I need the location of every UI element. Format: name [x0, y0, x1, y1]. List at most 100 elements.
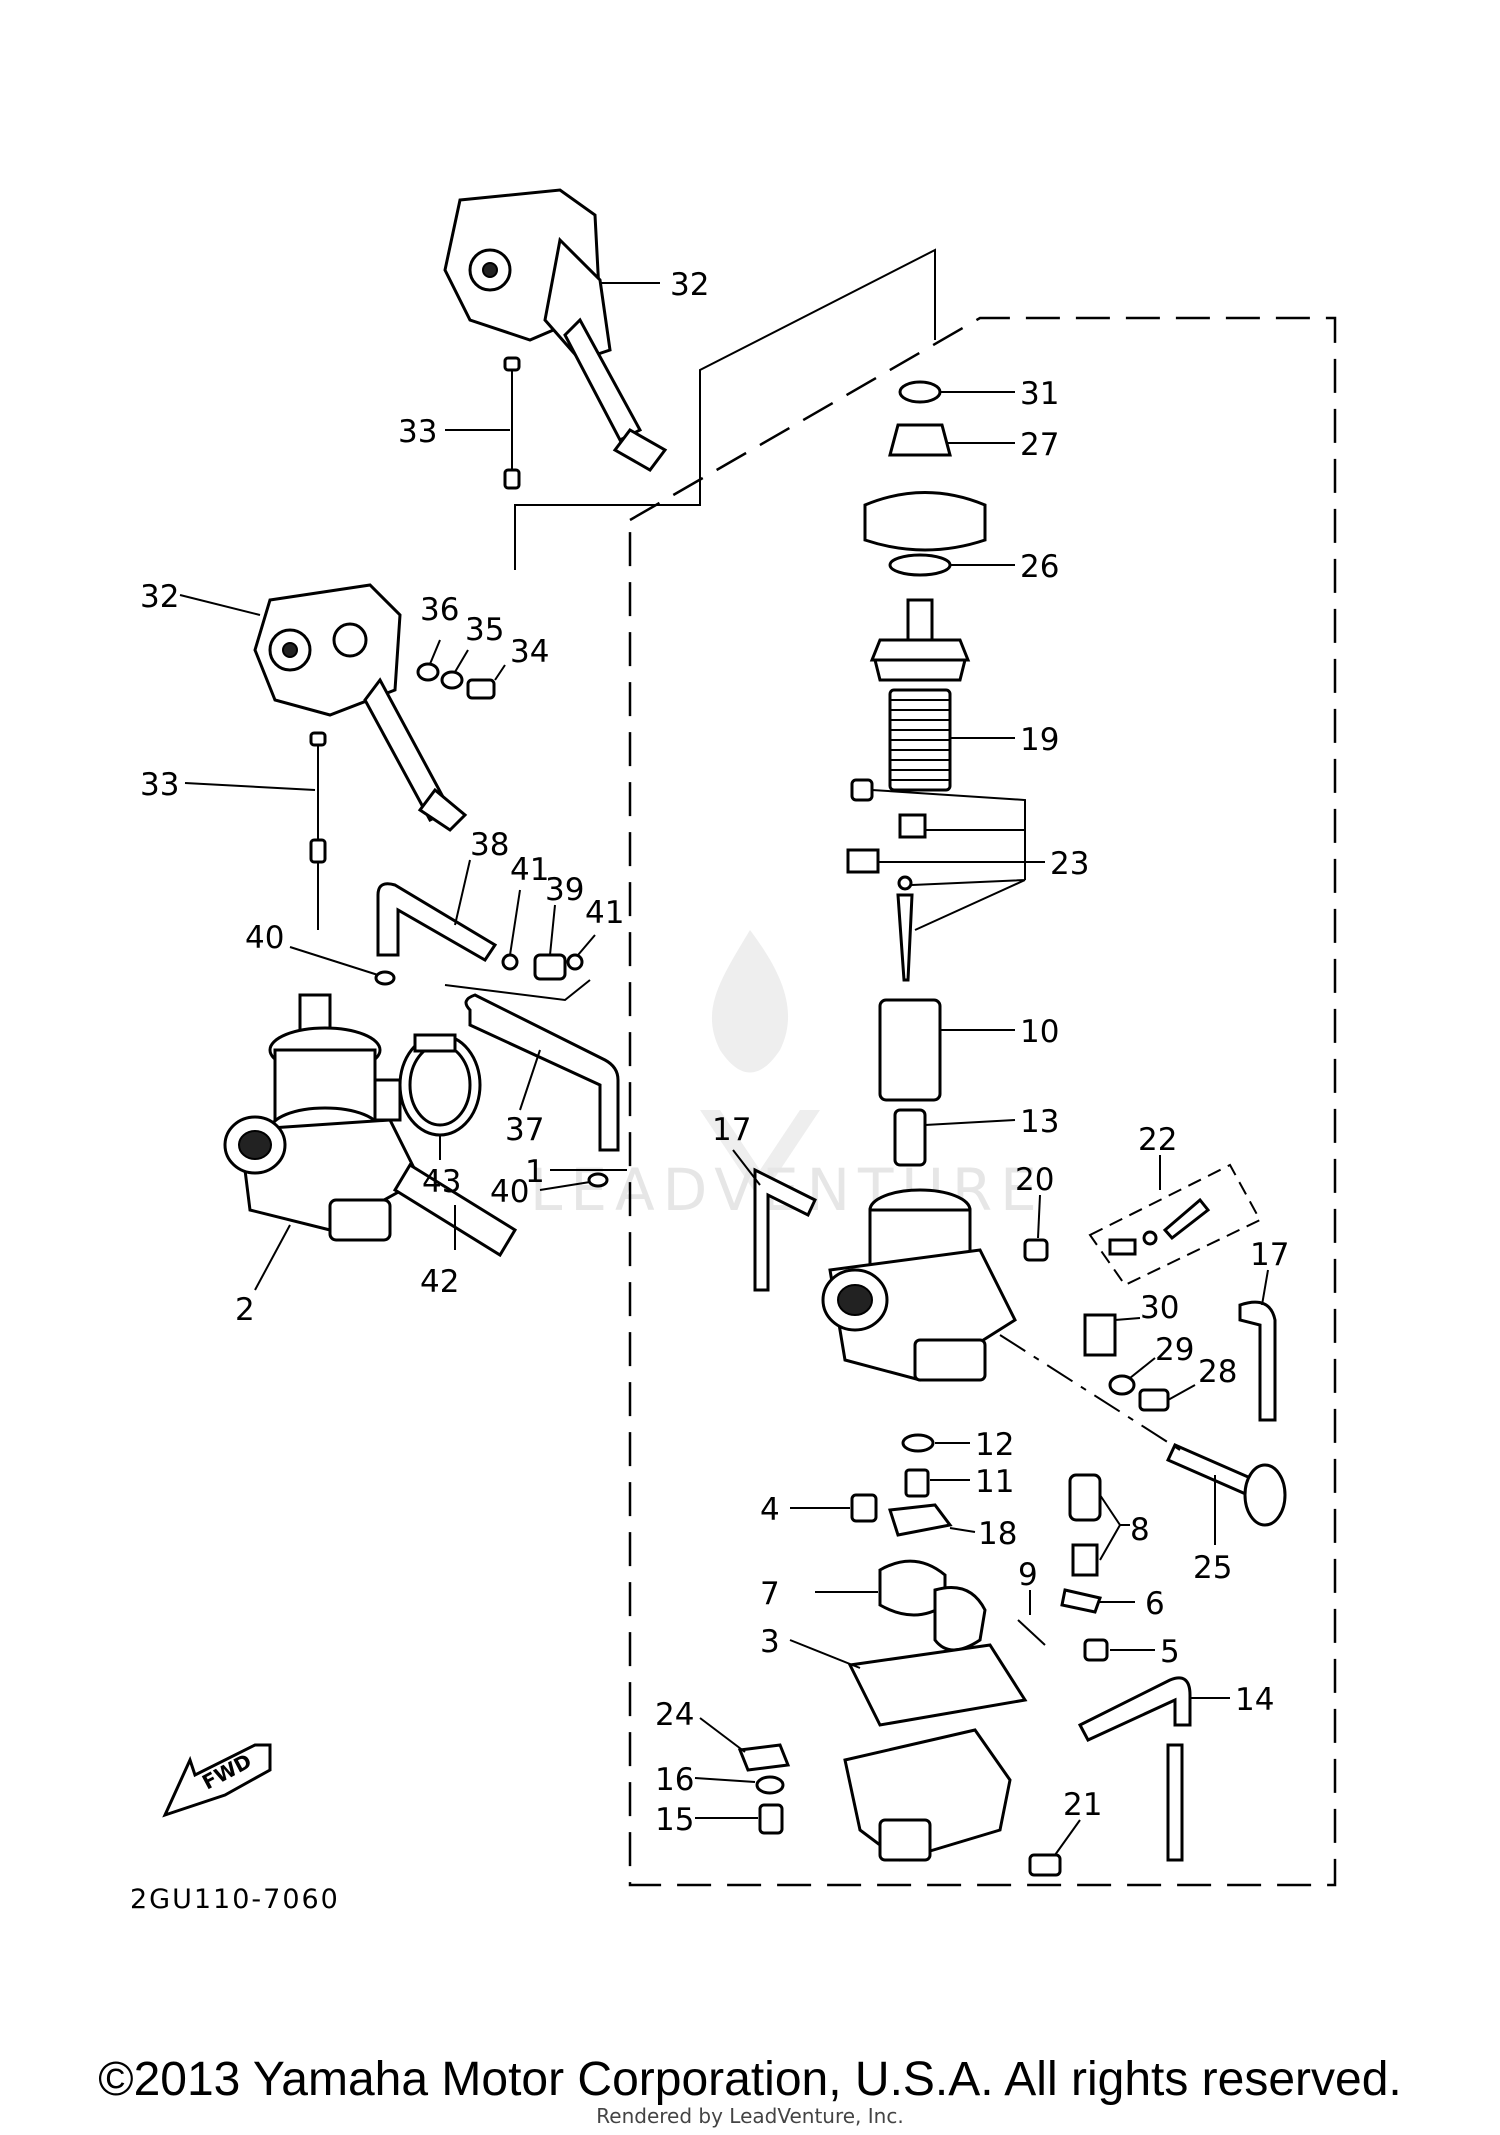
- leader-41-left: [509, 889, 521, 956]
- part-24-plate: [737, 1743, 791, 1772]
- callout-6: 6: [1145, 1586, 1165, 1622]
- leader-17-left: [732, 1149, 761, 1186]
- leader-24: [699, 1717, 746, 1753]
- part-3-gasket: [847, 1643, 1028, 1727]
- leader-35: [454, 649, 469, 673]
- leader-40-upper: [289, 946, 379, 976]
- leader-40-lower: [539, 1181, 591, 1191]
- callout-13: 13: [1020, 1104, 1059, 1140]
- callout-31: 31: [1020, 376, 1059, 412]
- watermark-flame-logo: [711, 930, 789, 1073]
- callout-8: 8: [1130, 1512, 1150, 1548]
- callout-10: 10: [1020, 1014, 1059, 1050]
- callout-14: 14: [1235, 1682, 1274, 1718]
- copyright-notice: ©2013 Yamaha Motor Corporation, U.S.A. A…: [98, 2053, 1402, 2106]
- part-40-washer-lower: [587, 1172, 609, 1188]
- callout-40-upper: 40: [245, 920, 284, 956]
- callout-12: 12: [975, 1427, 1014, 1463]
- part-40-washer-upper: [374, 970, 396, 986]
- leader-23: [871, 789, 1045, 931]
- leader-29: [1129, 1357, 1156, 1379]
- callout-9: 9: [1018, 1557, 1038, 1593]
- part-32-lower-throttle-housing: [253, 583, 468, 832]
- part-16-washer: [755, 1775, 785, 1795]
- fwd-arrow: FWD: [162, 1743, 272, 1818]
- callout-27: 27: [1020, 427, 1059, 463]
- part-27-cap: [888, 423, 952, 457]
- callout-4: 4: [760, 1492, 780, 1528]
- part-2-carburetor: [223, 993, 422, 1242]
- callout-11: 11: [975, 1464, 1014, 1500]
- part-32-upper-throttle-housing: [443, 188, 668, 472]
- callout-17-right: 17: [1250, 1237, 1289, 1273]
- leader-2: [254, 1224, 291, 1291]
- callout-16: 16: [655, 1762, 694, 1798]
- callout-2: 2: [235, 1292, 255, 1328]
- callout-15: 15: [655, 1802, 694, 1838]
- callout-32-lower: 32: [140, 579, 179, 615]
- part-1-main-carburetor-body: [821, 1188, 1017, 1382]
- callout-43: 43: [422, 1164, 461, 1200]
- part-5-screw: [1083, 1638, 1109, 1662]
- leader-37: [519, 1049, 541, 1111]
- part-code: 2GU110-7060: [130, 1884, 340, 1915]
- callout-7: 7: [760, 1576, 780, 1612]
- leader-17-right: [1261, 1269, 1269, 1306]
- leader-13: [924, 1119, 1016, 1126]
- callout-25: 25: [1193, 1550, 1232, 1586]
- part-29-washer: [1108, 1374, 1136, 1396]
- part-28-screw: [1138, 1388, 1170, 1412]
- part-7-float: [878, 1559, 987, 1652]
- callout-23: 23: [1050, 846, 1089, 882]
- part-19-spring: [888, 688, 952, 792]
- parts-34-36-screw-washers: [416, 662, 496, 700]
- part-float-bowl: [843, 1728, 1012, 1862]
- callout-21: 21: [1063, 1787, 1102, 1823]
- part-cap-nut: [863, 491, 987, 552]
- callout-5: 5: [1160, 1634, 1180, 1670]
- leader-18: [949, 1527, 976, 1533]
- leader-39: [549, 904, 556, 956]
- part-17-right-hose: [1238, 1300, 1277, 1422]
- callout-38: 38: [470, 827, 509, 863]
- part-4-pilot-jet: [850, 1493, 878, 1523]
- part-33-upper-cable: [503, 356, 521, 490]
- part-22-pilot-screw-set: [1088, 1163, 1262, 1287]
- connector-line-upper: [514, 248, 936, 570]
- callout-41-left: 41: [510, 852, 549, 888]
- callout-3: 3: [760, 1624, 780, 1660]
- leader-33-lower: [184, 782, 316, 791]
- part-14-hose: [1077, 1676, 1192, 1742]
- parts-39-41-fitting-clips: [444, 953, 591, 1002]
- part-14-drain-hose: [1166, 1743, 1184, 1862]
- part-23-needle-set: [846, 778, 927, 982]
- leader-41-right: [577, 934, 596, 956]
- part-15-screw: [758, 1803, 784, 1835]
- leader-36: [429, 639, 441, 665]
- part-21-screw: [1028, 1853, 1062, 1877]
- leader-34: [494, 664, 506, 681]
- callout-30: 30: [1140, 1290, 1179, 1326]
- part-25-starter-plunger: [1165, 1443, 1287, 1527]
- callout-18: 18: [978, 1516, 1017, 1552]
- callout-19: 19: [1020, 722, 1059, 758]
- leader-21: [1054, 1819, 1081, 1856]
- part-18-baffle: [888, 1503, 953, 1537]
- part-8-valve-seat: [1068, 1473, 1102, 1577]
- leader-20: [1037, 1194, 1041, 1239]
- callout-29: 29: [1155, 1332, 1194, 1368]
- part-31-washer: [898, 380, 942, 404]
- callout-41-right: 41: [585, 895, 624, 931]
- part-12-washer: [901, 1433, 935, 1453]
- part-37-hose: [464, 993, 620, 1152]
- part-26-o-ring: [888, 553, 952, 577]
- callout-28: 28: [1198, 1354, 1237, 1390]
- callout-20: 20: [1015, 1162, 1054, 1198]
- callout-34: 34: [510, 634, 549, 670]
- part-43-clamp: [398, 1033, 482, 1137]
- part-20-plug: [1023, 1238, 1049, 1262]
- part-13-needle-jet: [893, 1108, 927, 1167]
- axis-line-25: [999, 1334, 1181, 1451]
- callout-33-lower: 33: [140, 767, 179, 803]
- callout-42: 42: [420, 1264, 459, 1300]
